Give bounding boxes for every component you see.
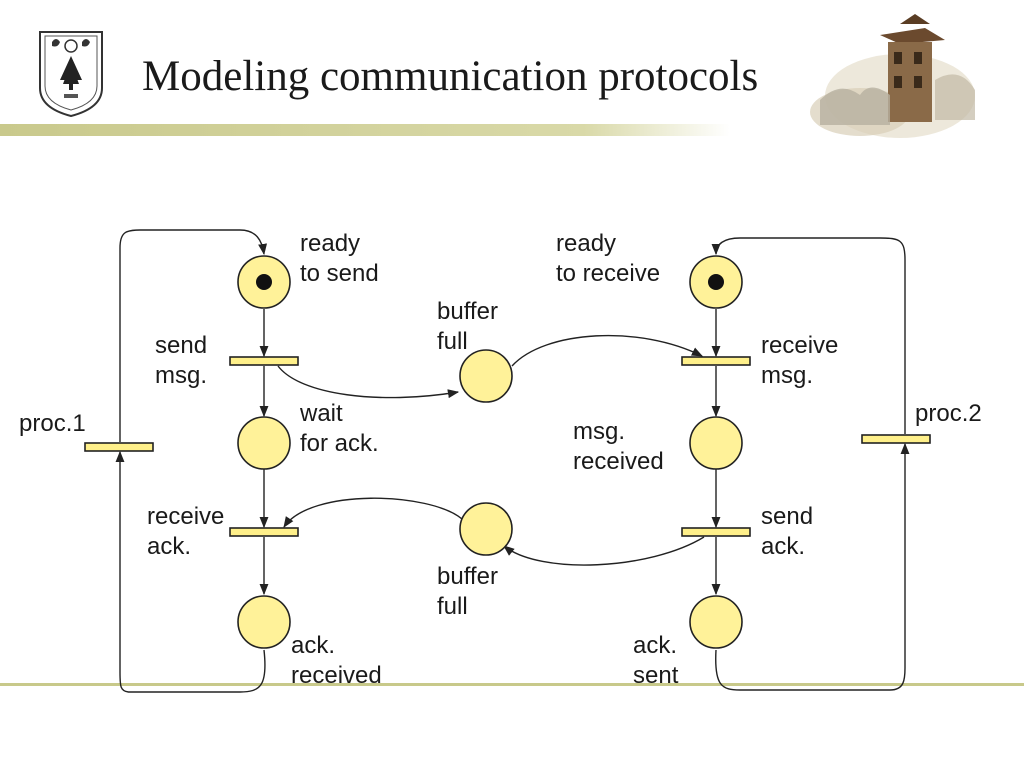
label-line: receive: [761, 332, 839, 359]
label-line: to receive: [556, 260, 661, 287]
place-buffer-ack: [459, 502, 513, 556]
place-msg-received: [689, 416, 743, 470]
label-msg-received: msg. received: [573, 417, 664, 477]
label-line: full: [437, 593, 468, 620]
transition-receive-msg: [681, 356, 751, 366]
arc-proc2-to-ready-to-receive: [711, 237, 906, 434]
label-line: full: [437, 328, 468, 355]
label-line: received: [573, 448, 664, 475]
token-ready-to-receive: [708, 274, 724, 290]
transition-proc1: [84, 442, 154, 452]
footer-rule: [0, 683, 1024, 686]
label-line: to send: [300, 260, 379, 287]
arc-buffer-to-receive-msg: [511, 334, 704, 367]
label-line: sent: [633, 662, 679, 689]
label-ack-sent: ack. sent: [633, 631, 678, 691]
arc-buffer-to-receive-ack: [283, 497, 463, 528]
arc-ack-sent-to-proc2: [715, 442, 910, 691]
slide-title: Modeling communication protocols: [142, 53, 759, 100]
label-line: received: [291, 662, 382, 689]
place-buffer-msg: [459, 349, 513, 403]
label-proc1: proc.1: [19, 410, 86, 437]
label-send-ack: send ack.: [761, 502, 813, 562]
label-line: receive: [147, 503, 225, 530]
label-send-msg: send msg.: [155, 331, 207, 391]
label-ready-to-send: ready to send: [300, 229, 379, 289]
university-logo: [39, 31, 103, 118]
label-ack-received: ack. received: [291, 631, 382, 691]
label-buffer-ack: buffer full: [437, 562, 498, 622]
label-line: ack.: [633, 632, 678, 659]
label-line: buffer: [437, 563, 498, 590]
arc-ack-received-to-proc1: [115, 450, 266, 693]
label-line: for ack.: [300, 430, 379, 457]
label-proc2: proc.2: [915, 400, 982, 427]
label-line: ready: [300, 230, 361, 257]
label-receive-msg: receive msg.: [761, 331, 838, 391]
arc-send-ack-to-buffer: [503, 536, 705, 566]
label-line: buffer: [437, 298, 498, 325]
place-ack-sent: [689, 595, 743, 649]
label-line: ack.: [761, 533, 806, 560]
arc-proc1-to-ready-to-send: [119, 229, 268, 442]
transition-proc2: [861, 434, 931, 444]
token-ready-to-send: [256, 274, 272, 290]
label-line: ack.: [291, 632, 336, 659]
label-receive-ack: receive ack.: [147, 502, 224, 562]
label-line: msg.: [573, 418, 626, 445]
label-line: send: [155, 332, 208, 359]
label-ready-to-receive: ready to receive: [556, 229, 660, 289]
label-line: send: [761, 503, 814, 530]
arc-send-msg-to-buffer: [277, 365, 460, 399]
label-line: msg.: [155, 362, 208, 389]
place-wait-for-ack: [237, 416, 291, 470]
label-buffer-msg: buffer full: [437, 297, 498, 357]
transition-send-msg: [229, 356, 299, 366]
header-rule: [0, 124, 730, 136]
transition-send-ack: [681, 527, 751, 537]
label-line: ack.: [147, 533, 192, 560]
campus-building-image: [810, 14, 975, 138]
place-ack-received: [237, 595, 291, 649]
transition-receive-ack: [229, 527, 299, 537]
label-line: wait: [300, 400, 343, 427]
label-wait-for-ack: wait for ack.: [300, 399, 379, 459]
label-line: msg.: [761, 362, 814, 389]
label-line: ready: [556, 230, 617, 257]
